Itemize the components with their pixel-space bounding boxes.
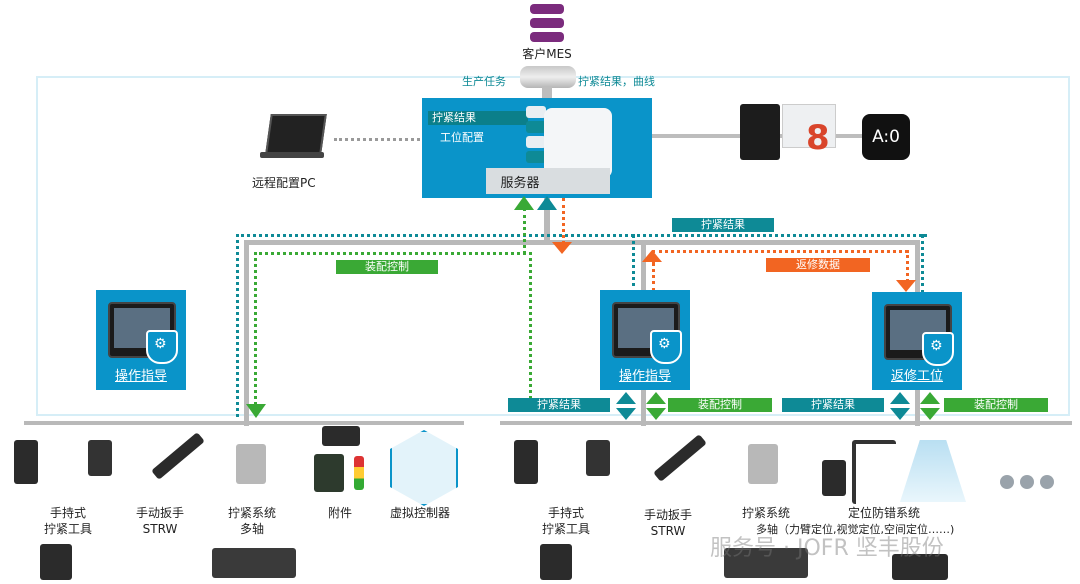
io-panel-icon — [314, 454, 344, 492]
remote-pc-link — [334, 138, 420, 141]
orange-flow-right-down — [906, 250, 909, 282]
right-device-handheld-line1: 手持式 — [547, 506, 584, 520]
virtual-controller-icon — [390, 430, 458, 506]
sensor-box-icon — [892, 554, 948, 580]
mes-pipe — [520, 66, 576, 88]
laptop-icon — [260, 114, 327, 162]
watermark: 服务号 · JOFR 坚丰股份 — [710, 536, 944, 561]
tightening-curve-label: 拧紧结果，曲线 — [578, 75, 655, 88]
server-base — [486, 168, 610, 194]
controller-icon — [88, 440, 112, 476]
multi-axis-controllers-icon — [212, 548, 296, 578]
right-device-multi-line1: 拧紧系统 — [741, 506, 790, 520]
controller-icon — [586, 440, 610, 476]
floor-line-left — [24, 421, 464, 425]
left-device-virtual-controller: 虚拟控制器 — [389, 506, 450, 520]
right-device-multi-line2: 多轴（力臂定位,视觉定位,空间定位……) — [756, 523, 955, 536]
left-device-multi-line1: 拧紧系统 — [227, 506, 276, 520]
handheld-tool-icon — [14, 440, 38, 484]
multi-axis-controllers-icon — [724, 548, 808, 578]
workstation-icon — [740, 104, 780, 160]
remote-pc-label: 远程配置PC — [252, 176, 316, 190]
signal-tower-icon — [354, 456, 364, 490]
right-device-positioning: 定位防错系统 — [847, 506, 920, 520]
network-bus-server-drop — [544, 198, 550, 242]
server-box-icon — [544, 108, 612, 178]
teal-flow-path — [236, 234, 927, 417]
green-arrow-down-icon — [246, 404, 266, 418]
green-flow-up — [523, 208, 526, 254]
a0-logo-icon: A:0 — [862, 114, 910, 160]
teal-flow-mid — [632, 234, 635, 294]
positioning-controller-icon — [822, 460, 846, 496]
network-bus-horizontal — [244, 240, 920, 245]
orange-arrow-up-icon — [642, 250, 662, 262]
station-middle-label: 操作指导 — [618, 369, 671, 384]
server-label: 服务器 — [500, 176, 540, 191]
handheld-tool-icon — [514, 440, 538, 484]
middle-control-tag: 装配控制 — [668, 398, 772, 412]
floor-line-right — [500, 421, 1072, 425]
station-left-label: 操作指导 — [114, 369, 167, 384]
teal-flow-right — [921, 234, 924, 294]
orange-flow-path — [562, 198, 565, 250]
accessory-box-icon — [322, 426, 360, 446]
left-device-multi-line2: 多轴 — [239, 522, 264, 536]
shield-gear-icon — [922, 332, 954, 366]
right-device-strw-line2: STRW — [650, 524, 686, 538]
controller-small-icon — [540, 544, 572, 580]
shield-gear-icon — [146, 330, 178, 364]
station-rework[interactable]: 返修工位 — [872, 292, 962, 390]
wrench-tool-icon — [653, 434, 707, 482]
rework-data-tag: 返修数据 — [766, 258, 870, 272]
right-results-tag: 拧紧结果 — [782, 398, 884, 412]
shield-gear-icon — [650, 330, 682, 364]
mes-label: 客户MES — [522, 47, 572, 61]
right-device-handheld-line2: 拧紧工具 — [541, 522, 590, 536]
server-tag-config: 工位配置 — [440, 131, 484, 144]
monitor-icon — [782, 104, 836, 148]
orange-flow-horizontal — [652, 250, 908, 253]
station-rework-label: 返修工位 — [890, 369, 943, 384]
controller-small-icon — [40, 544, 72, 580]
middle-teal-bidir-arrow-icon — [616, 392, 636, 422]
right-green-bidir-arrow-icon — [920, 392, 940, 422]
green-arrow-up-icon — [514, 196, 534, 210]
multi-spindle-icon — [748, 444, 778, 484]
eight-logo-icon: 8 — [806, 118, 830, 158]
more-dots-icon — [1000, 474, 1060, 493]
teal-arrow-up-icon — [537, 196, 557, 210]
middle-results-tag: 拧紧结果 — [508, 398, 610, 412]
orange-arrow-down-icon — [552, 242, 572, 254]
orange-flow-mid-up — [652, 262, 655, 292]
tablet-icon — [884, 304, 952, 360]
left-device-handheld-line1: 手持式 — [49, 506, 86, 520]
database-icon — [530, 4, 564, 44]
right-device-strw-line1: 手动扳手 — [643, 508, 692, 522]
server-stack-icon — [526, 106, 546, 166]
left-device-strw-line1: 手动扳手 — [135, 506, 184, 520]
right-control-tag: 装配控制 — [944, 398, 1048, 412]
server-tag-results: 拧紧结果 — [428, 111, 528, 125]
orange-arrow-down-right-icon — [896, 280, 916, 292]
a0-logo-text: A:0 — [872, 127, 900, 147]
network-bus-left-drop — [244, 240, 249, 426]
right-teal-bidir-arrow-icon — [890, 392, 910, 422]
left-device-accessory: 附件 — [327, 506, 352, 520]
station-operation-guide-left[interactable]: 操作指导 — [96, 290, 186, 390]
left-device-handheld-line2: 拧紧工具 — [43, 522, 92, 536]
left-device-strw-line2: STRW — [142, 522, 178, 536]
production-task-label: 生产任务 — [462, 75, 506, 88]
middle-green-bidir-arrow-icon — [646, 392, 666, 422]
green-flow-path — [254, 252, 532, 411]
station-operation-guide-middle[interactable]: 操作指导 — [600, 290, 690, 390]
vision-system-icon — [900, 440, 966, 502]
tightening-results-tag: 拧紧结果 — [672, 218, 774, 232]
multi-spindle-icon — [236, 444, 266, 484]
wrench-tool-icon — [151, 432, 205, 480]
assembly-control-tag: 装配控制 — [336, 260, 438, 274]
positioning-arm-icon — [852, 440, 896, 504]
